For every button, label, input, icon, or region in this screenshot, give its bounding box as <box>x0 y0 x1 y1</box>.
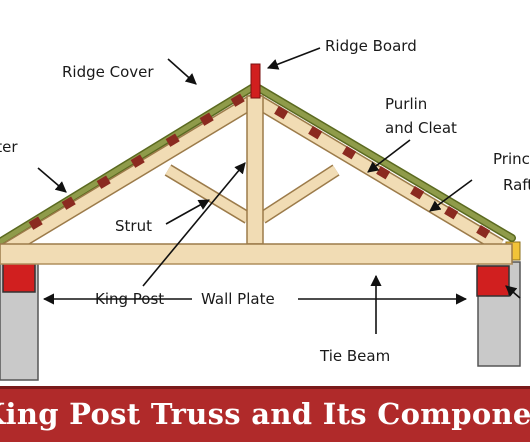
label-purlin-line2: and Cleat <box>385 119 457 137</box>
purlins-and-cleats <box>28 93 491 239</box>
arrow-king-post <box>142 162 246 287</box>
roof-cover <box>0 82 516 247</box>
label-ridge-cover: Ridge Cover <box>62 63 154 81</box>
left-wall-plate <box>2 261 36 293</box>
label-rafter: Rafter <box>0 138 18 156</box>
arrow-ridge-board <box>266 47 321 70</box>
arrow-purlin <box>367 139 411 173</box>
label-strut: Strut <box>115 217 152 235</box>
label-purlin-line1: Purlin <box>385 95 427 113</box>
label-ridge-board: Ridge Board <box>325 37 417 55</box>
king-post <box>246 95 264 245</box>
caption-title: King Post Truss and Its Components <box>0 397 530 431</box>
arrow-principal-rafter <box>429 179 473 212</box>
label-wall-plate: Wall Plate <box>201 290 275 308</box>
caption-banner: King Post Truss and Its Components <box>0 386 530 442</box>
leader-arrows <box>37 47 521 334</box>
struts <box>164 164 340 224</box>
ridge-board <box>250 63 261 99</box>
label-tie-beam: Tie Beam <box>319 347 390 365</box>
arrow-ridge-cover <box>167 58 197 85</box>
arrow-rafter <box>37 167 67 193</box>
label-principal-line2: Rafter <box>503 176 530 194</box>
arrow-wall <box>505 285 521 299</box>
tie-beam <box>0 243 513 265</box>
right-wall-plate <box>476 265 510 297</box>
label-principal-line1: Principal <box>493 150 530 168</box>
arrow-strut <box>165 199 210 225</box>
